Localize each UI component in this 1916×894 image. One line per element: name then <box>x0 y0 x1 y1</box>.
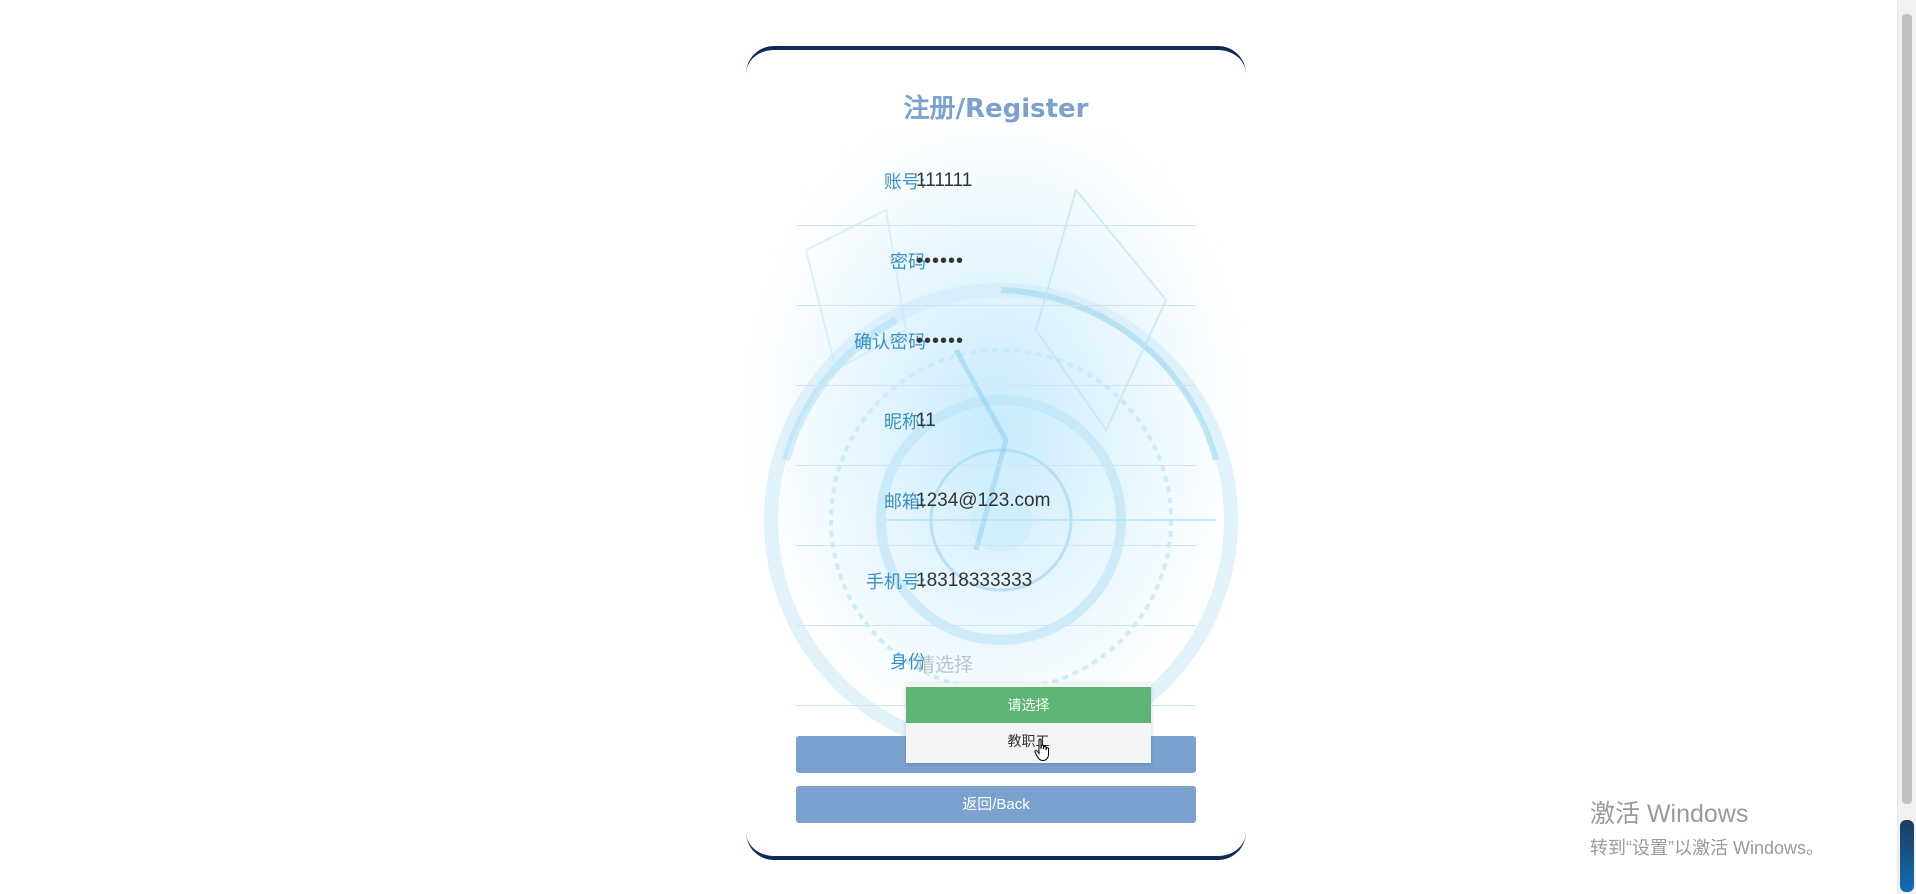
email-input[interactable] <box>916 490 1186 512</box>
confirm-password-row: 确认密码 •••••• <box>796 306 1196 386</box>
phone-row: 手机号: <box>796 546 1196 626</box>
identity-label: 身份 <box>890 652 926 673</box>
account-row: 账号: <box>796 146 1196 226</box>
dropdown-option-placeholder[interactable]: 请选择 <box>906 687 1151 723</box>
email-row: 邮箱: <box>796 466 1196 546</box>
password-input[interactable]: •••••• <box>916 250 965 272</box>
scrollbar-thumb[interactable] <box>1902 14 1912 804</box>
nickname-input[interactable] <box>916 410 1186 432</box>
thermometer-widget-icon <box>1900 820 1914 892</box>
windows-activation-watermark: 激活 Windows 转到“设置”以激活 Windows。 <box>1590 794 1824 860</box>
watermark-title: 激活 Windows <box>1590 800 1749 828</box>
phone-label: 手机号: <box>865 572 926 593</box>
nickname-row: 昵称: <box>796 386 1196 466</box>
nickname-label: 昵称: <box>883 412 926 433</box>
hand-cursor-icon <box>1034 738 1049 762</box>
password-row: 密码 •••••• <box>796 226 1196 306</box>
phone-input[interactable] <box>916 570 1186 592</box>
confirm-password-label: 确认密码 <box>854 332 926 353</box>
watermark-subtitle: 转到“设置”以激活 Windows。 <box>1590 838 1825 858</box>
identity-dropdown-menu: 请选择 教职工 <box>906 683 1151 763</box>
vertical-scrollbar[interactable] <box>1897 0 1916 894</box>
password-label: 密码 <box>890 252 926 273</box>
confirm-password-input[interactable]: •••••• <box>916 330 965 352</box>
page-title: 注册/Register <box>903 94 1089 124</box>
email-label: 邮箱: <box>883 492 926 513</box>
account-input[interactable] <box>916 170 1186 192</box>
back-button[interactable]: 返回/Back <box>796 786 1196 823</box>
account-label: 账号: <box>883 172 926 193</box>
identity-select[interactable]: 请选择 <box>916 655 974 676</box>
dropdown-option-staff[interactable]: 教职工 <box>1007 733 1050 749</box>
